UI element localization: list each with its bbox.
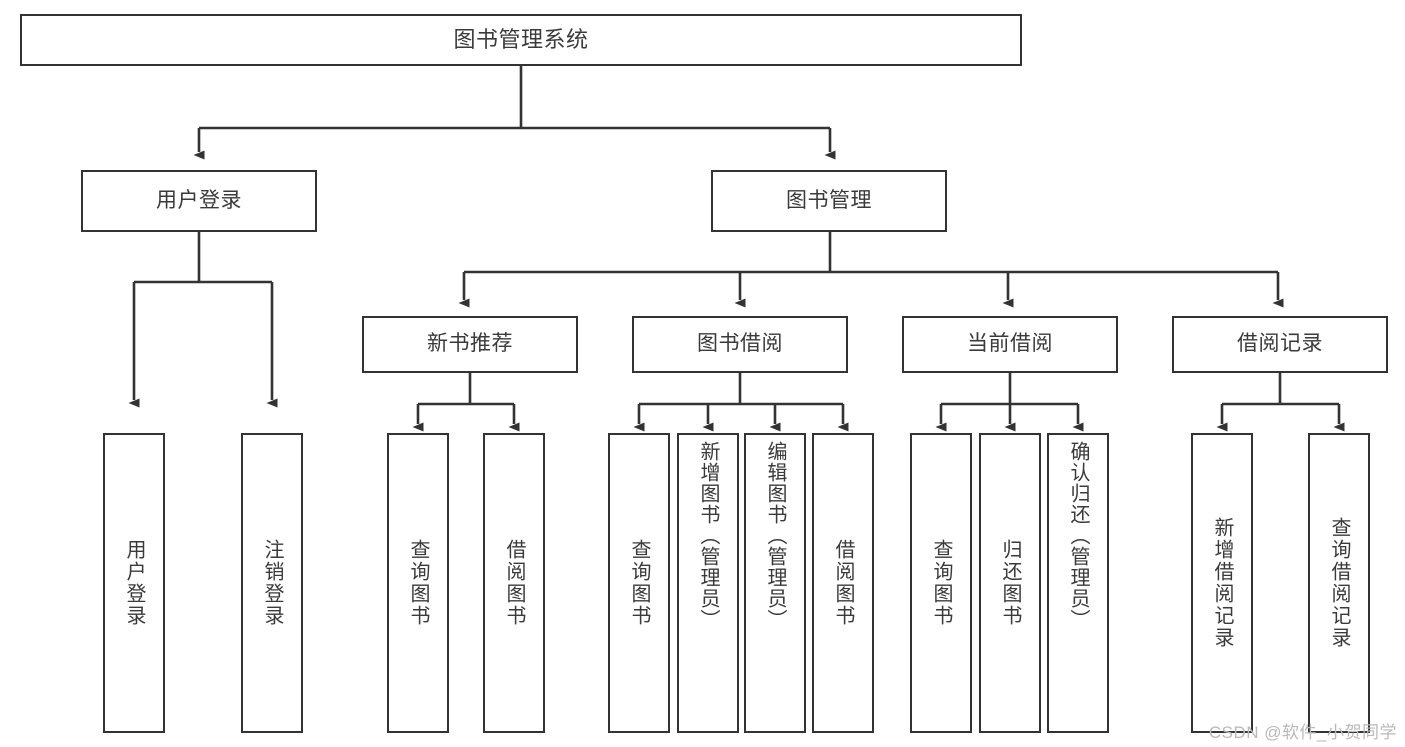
leaf-logout-login-label: 注销登录: [261, 539, 283, 627]
leaf-user-login[interactable]: 用户登录: [103, 433, 165, 733]
node-book-management[interactable]: 图书管理: [711, 170, 947, 232]
node-book-borrow-label: 图书借阅: [697, 332, 783, 356]
leaf-borrow-book-2[interactable]: 借阅图书: [812, 433, 874, 733]
node-book-borrow[interactable]: 图书借阅: [632, 316, 848, 373]
leaf-confirm-return[interactable]: 确认归还（管理员）: [1047, 433, 1109, 733]
node-user-login-label: 用户登录: [156, 188, 242, 212]
leaf-return-book-label: 归还图书: [999, 539, 1021, 627]
node-root-label: 图书管理系统: [453, 27, 589, 53]
leaf-query-book-2[interactable]: 查询图书: [608, 433, 670, 733]
leaf-add-borrow-record[interactable]: 新增借阅记录: [1191, 433, 1253, 733]
leaf-query-book-3[interactable]: 查询图书: [910, 433, 972, 733]
leaf-borrow-book-1-label: 借阅图书: [503, 539, 525, 627]
leaf-confirm-return-label: 确认归还（管理员）: [1067, 441, 1089, 630]
leaf-add-borrow-record-label: 新增借阅记录: [1211, 517, 1233, 649]
node-current-borrow-label: 当前借阅: [967, 332, 1053, 356]
node-borrow-record[interactable]: 借阅记录: [1172, 316, 1388, 373]
leaf-add-book-label: 新增图书（管理员）: [697, 441, 719, 630]
leaf-return-book[interactable]: 归还图书: [979, 433, 1041, 733]
leaf-user-login-label: 用户登录: [123, 539, 145, 627]
leaf-add-book[interactable]: 新增图书（管理员）: [677, 433, 739, 733]
leaf-logout-login[interactable]: 注销登录: [241, 433, 303, 733]
csdn-watermark: CSDN @软件_小贺同学: [1208, 723, 1397, 742]
leaf-query-book-2-label: 查询图书: [628, 539, 650, 627]
node-root-book-management-system[interactable]: 图书管理系统: [20, 14, 1022, 66]
leaf-query-borrow-record-label: 查询借阅记录: [1328, 517, 1350, 649]
node-new-book-recommend-label: 新书推荐: [427, 332, 513, 356]
node-new-book-recommend[interactable]: 新书推荐: [362, 316, 578, 373]
leaf-query-borrow-record[interactable]: 查询借阅记录: [1308, 433, 1370, 733]
node-user-login[interactable]: 用户登录: [81, 170, 317, 232]
leaf-query-book-1-label: 查询图书: [407, 539, 429, 627]
leaf-query-book-3-label: 查询图书: [930, 539, 952, 627]
node-current-borrow[interactable]: 当前借阅: [902, 316, 1118, 373]
node-borrow-record-label: 借阅记录: [1237, 332, 1323, 356]
node-book-management-label: 图书管理: [786, 188, 872, 212]
leaf-edit-book[interactable]: 编辑图书（管理员）: [744, 433, 806, 733]
leaf-edit-book-label: 编辑图书（管理员）: [764, 441, 786, 630]
leaf-query-book-1[interactable]: 查询图书: [387, 433, 449, 733]
leaf-borrow-book-1[interactable]: 借阅图书: [483, 433, 545, 733]
leaf-borrow-book-2-label: 借阅图书: [832, 539, 854, 627]
